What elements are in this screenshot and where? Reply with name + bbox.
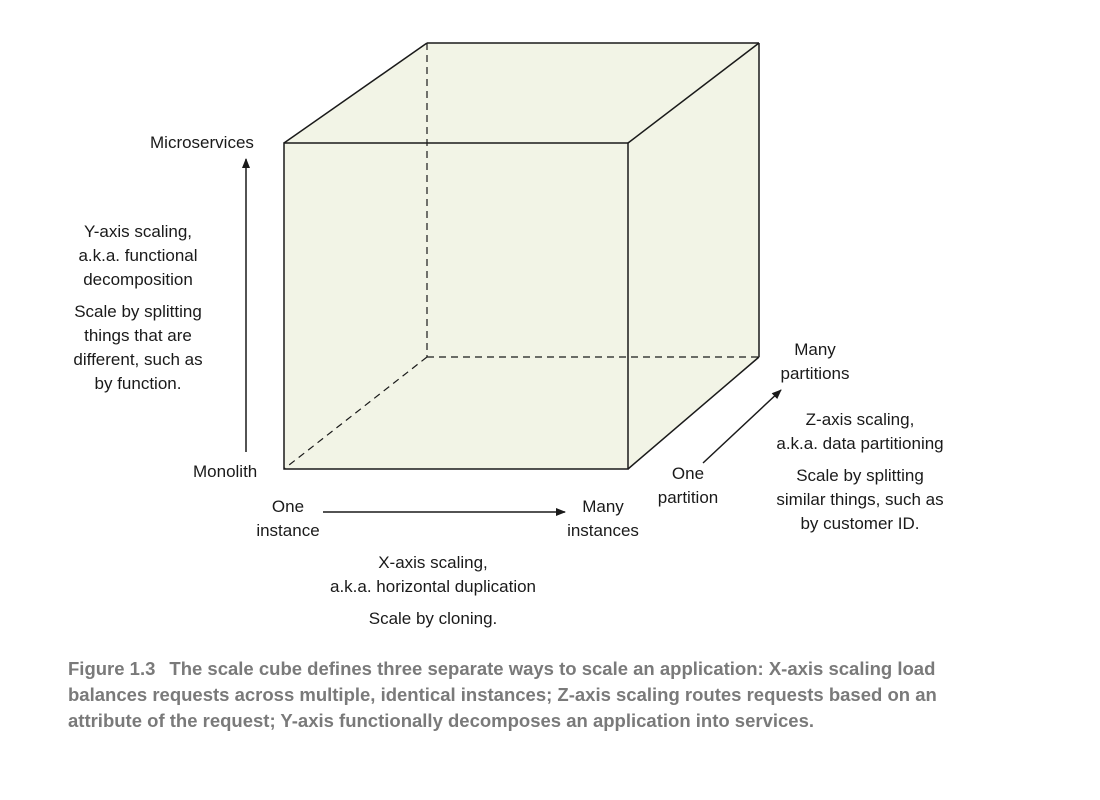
z-axis-start-label: One partition	[638, 462, 738, 510]
cube-hidden-edges	[283, 43, 759, 470]
cube-top-face	[284, 43, 759, 143]
z-axis-end-label: Many partitions	[765, 338, 865, 386]
figure-number: Figure 1.3	[68, 658, 156, 679]
x-axis-title-line: X-axis scaling,	[378, 553, 488, 572]
y-axis-title-line: a.k.a. functional	[78, 246, 198, 265]
y-axis-description-line: by function.	[94, 374, 182, 393]
z-axis-title-line: Z-axis scaling,	[805, 410, 915, 429]
x-axis-description: Scale by cloning.	[368, 609, 498, 628]
y-axis-annotation: Y-axis scaling, a.k.a. functional decomp…	[38, 220, 238, 396]
z-axis-arrow	[702, 389, 782, 464]
z-axis-description-line: similar things, such as	[776, 490, 944, 509]
cube-right-face	[628, 43, 759, 469]
z-axis-annotation: Z-axis scaling, a.k.a. data partitioning…	[740, 408, 980, 536]
cube-visible-edges	[283, 42, 760, 470]
x-axis-title-line: a.k.a. horizontal duplication	[329, 577, 537, 596]
z-axis-description-line: Scale by splitting	[796, 466, 924, 485]
x-axis-start-label-line: One	[271, 497, 305, 516]
y-axis-description-line: Scale by splitting	[74, 302, 202, 321]
x-axis-annotation: X-axis scaling, a.k.a. horizontal duplic…	[283, 551, 583, 631]
z-axis-start-label-line: partition	[657, 488, 719, 507]
x-axis-end-label-line: Many	[582, 497, 624, 516]
cube-front-face	[284, 143, 628, 469]
z-axis-description-line: by customer ID.	[800, 514, 920, 533]
y-axis-title-line: decomposition	[83, 270, 193, 289]
x-axis-start-label: One instance	[238, 495, 338, 543]
y-axis-top-label: Microservices	[150, 133, 254, 152]
z-axis-end-label-line: Many	[794, 340, 836, 359]
x-axis-end-label-line: instances	[567, 521, 639, 540]
figure-caption-text: The scale cube defines three separate wa…	[68, 658, 937, 731]
x-axis-end-label: Many instances	[553, 495, 653, 543]
z-axis-title-line: a.k.a. data partitioning	[776, 434, 944, 453]
y-axis-title-line: Y-axis scaling,	[83, 222, 193, 241]
z-axis-end-label-line: partitions	[780, 364, 850, 383]
x-axis-start-label-line: instance	[256, 521, 320, 540]
y-axis-description-line: things that are	[84, 326, 192, 345]
y-axis-bottom-label: Monolith	[193, 462, 258, 481]
z-axis-start-label-line: One	[671, 464, 705, 483]
y-axis-description-line: different, such as	[73, 350, 203, 369]
